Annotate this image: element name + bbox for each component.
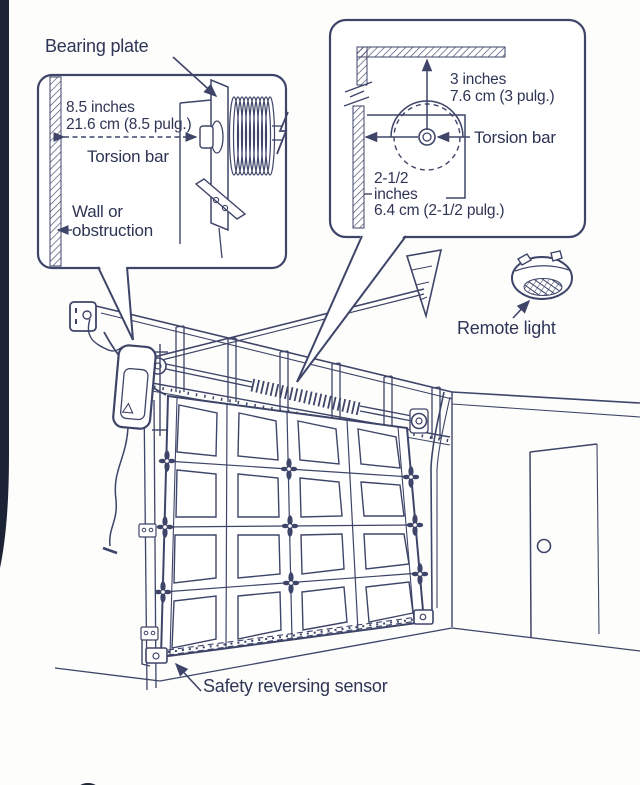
wall-studs <box>175 325 441 439</box>
torsion-spring-drawing <box>228 96 276 176</box>
bearing-plate-title: Bearing plate <box>45 36 218 98</box>
remote-light-label: Remote light <box>457 318 556 338</box>
safety-sensor-callout: Safety reversing sensor <box>174 662 388 696</box>
wall-distance-line2: inches <box>374 186 418 203</box>
door-panels <box>171 404 414 649</box>
right-track <box>430 391 451 611</box>
side-door <box>529 443 600 639</box>
ceiling-distance-line2: 7.6 cm (3 pulg.) <box>450 88 555 105</box>
power-outlet <box>69 301 123 352</box>
ceiling-distance-line1: 3 inches <box>450 71 507 88</box>
clearance-callout: 3 inches 7.6 cm (3 pulg.) Torsion bar 2-… <box>296 18 587 383</box>
opener-unit <box>102 344 168 555</box>
bearing-torsion-label: Torsion bar <box>87 147 169 166</box>
door-knob <box>536 538 552 554</box>
wall-distance-line1: 2-1/2 <box>374 170 408 187</box>
wall-distance-line3: 6.4 cm (2-1/2 pulg.) <box>374 202 504 219</box>
wall-label-line2: obstruction <box>72 221 153 240</box>
bearing-plate-callout: 8.5 inches 21.6 cm (8.5 pulg.) Torsion b… <box>36 73 289 341</box>
garage-scene <box>54 249 640 691</box>
opener-rail <box>149 249 443 364</box>
floor-lines <box>54 627 640 682</box>
bearing-plate-drawing <box>179 78 289 259</box>
garage-door <box>154 394 429 659</box>
safety-sensors <box>141 609 434 667</box>
release-cord <box>109 427 129 547</box>
safety-sensor-label: Safety reversing sensor <box>203 676 388 696</box>
torsion-spring-coil <box>250 378 362 416</box>
remote-light: Remote light <box>457 250 573 338</box>
bearing-distance-line1: 8.5 inches <box>66 99 135 116</box>
wall-label-line1: Wall or <box>72 202 123 221</box>
bearing-distance-line2: 21.6 cm (8.5 pulg.) <box>66 116 191 133</box>
page-edge-bar <box>0 0 9 568</box>
left-jamb <box>103 331 167 691</box>
svg-text:Bearing plate: Bearing plate <box>45 36 149 56</box>
clearance-torsion-label: Torsion bar <box>474 128 556 147</box>
